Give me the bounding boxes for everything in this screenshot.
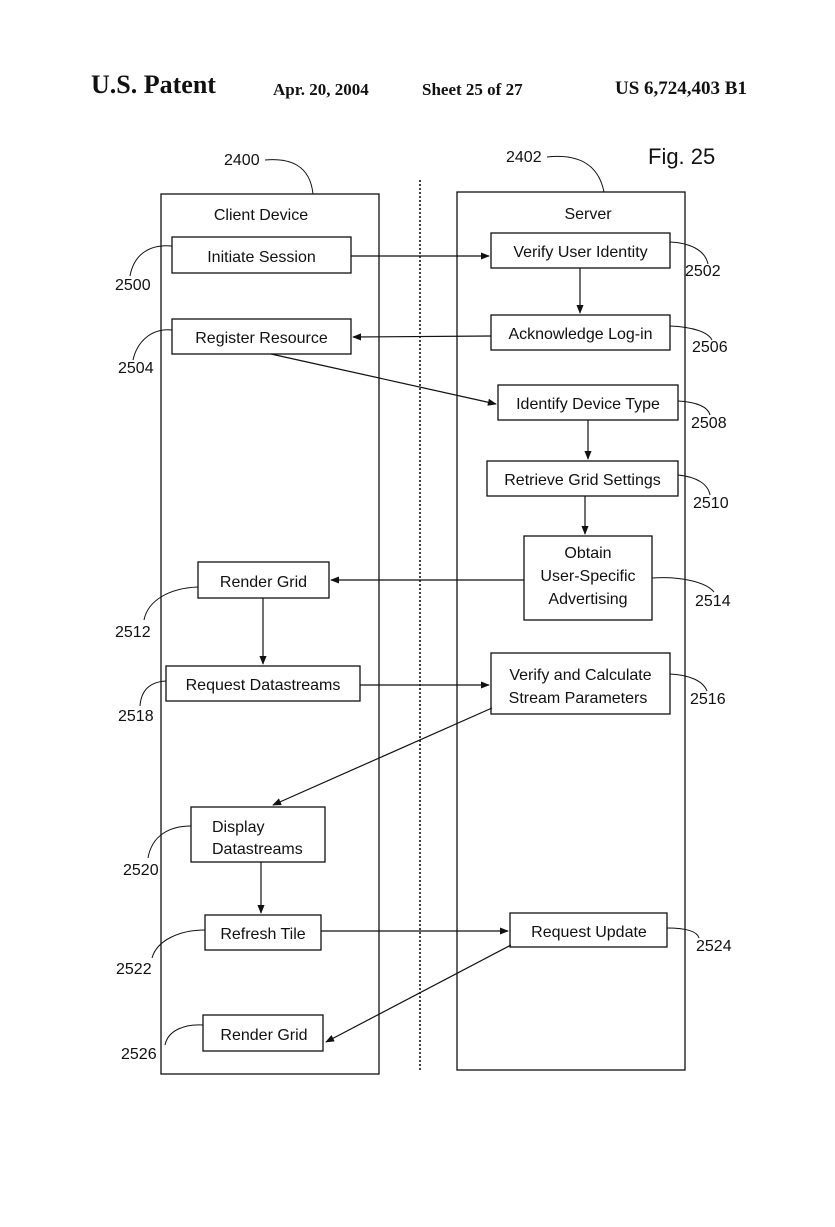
leader-2522 — [151, 929, 206, 959]
ref-2512: 2512 — [115, 624, 151, 641]
patent-number: US 6,724,403 B1 — [615, 78, 747, 99]
ref-2504: 2504 — [118, 360, 154, 377]
leader-2512 — [143, 586, 199, 621]
arrow-request-update-to-render — [325, 944, 512, 1043]
label-display-datastreams-line-2: Datastreams — [212, 841, 303, 858]
step-display-datastreams — [190, 806, 326, 863]
step-verify-user-identity — [490, 232, 671, 269]
step-request-update — [509, 912, 668, 948]
label-render-grid-2: Render Grid — [220, 1027, 307, 1044]
step-retrieve-grid-settings — [486, 460, 679, 497]
ref-2522: 2522 — [116, 961, 152, 978]
patent-header-title: U.S. Patent — [91, 70, 216, 99]
ref-2524: 2524 — [696, 938, 732, 955]
leader-2524 — [666, 927, 700, 939]
ref-2510: 2510 — [693, 495, 729, 512]
label-request-update: Request Update — [531, 924, 647, 941]
label-request-datastreams: Request Datastreams — [186, 677, 341, 694]
server-lane-title: Server — [564, 206, 612, 223]
label-initiate-session: Initiate Session — [207, 249, 316, 266]
arrow-acknowledge-to-register — [352, 333, 492, 341]
ref-2502: 2502 — [685, 263, 721, 280]
leader-2520 — [147, 825, 192, 859]
label-render-grid-1: Render Grid — [220, 574, 307, 591]
label-verify-user-identity: Verify User Identity — [513, 244, 647, 261]
label-obtain-advertising-line-1: Obtain — [564, 545, 611, 562]
step-initiate-session — [171, 236, 352, 274]
leader-2526 — [164, 1024, 204, 1046]
step-register-resource — [171, 318, 352, 355]
leader-2508 — [677, 400, 711, 416]
label-display-datastreams-line-1: Display — [212, 819, 264, 836]
step-render-grid-2 — [202, 1014, 324, 1052]
client-lane-title: Client Device — [214, 207, 308, 224]
ref-2500: 2500 — [115, 277, 151, 294]
leader-2510 — [677, 474, 711, 496]
sheet-number: Sheet 25 of 27 — [422, 80, 523, 99]
arrow-verify-calc-to-display — [272, 707, 493, 806]
label-refresh-tile: Refresh Tile — [220, 926, 305, 943]
leader-2516 — [669, 673, 708, 692]
ref-2518: 2518 — [118, 708, 154, 725]
server-lane-ref: 2402 — [506, 149, 542, 166]
label-register-resource: Register Resource — [195, 330, 328, 347]
label-retrieve-grid-settings: Retrieve Grid Settings — [504, 472, 661, 489]
step-refresh-tile — [204, 914, 322, 951]
server-lane — [456, 191, 686, 1071]
leader-2500 — [129, 245, 173, 277]
label-verify-calculate-line-2: Stream Parameters — [509, 690, 648, 707]
label-identify-device-type: Identify Device Type — [516, 396, 660, 413]
label-obtain-advertising-line-2: User-Specific — [540, 568, 635, 585]
patent-date: Apr. 20, 2004 — [273, 80, 369, 99]
step-identify-device-type — [497, 384, 679, 421]
leader-2518 — [139, 680, 167, 707]
figure-label: Fig. 25 — [648, 144, 715, 169]
server-lane-leader — [546, 155, 605, 193]
ref-2516: 2516 — [690, 691, 726, 708]
client-lane-ref: 2400 — [224, 152, 260, 169]
client-device-lane — [160, 193, 380, 1075]
ref-2514: 2514 — [695, 593, 731, 610]
leader-2514 — [651, 577, 715, 593]
label-verify-calculate-line-1: Verify and Calculate — [509, 667, 651, 684]
leader-2502 — [669, 241, 709, 265]
step-obtain-advertising — [523, 535, 653, 621]
ref-2508: 2508 — [691, 415, 727, 432]
ref-2506: 2506 — [692, 339, 728, 356]
ref-2520: 2520 — [123, 862, 159, 879]
client-lane-leader — [264, 159, 314, 195]
step-request-datastreams — [165, 665, 361, 702]
arrow-register-to-identify — [270, 353, 497, 406]
step-render-grid-1 — [197, 561, 330, 599]
label-acknowledge-login: Acknowledge Log-in — [508, 326, 652, 343]
label-obtain-advertising-line-3: Advertising — [548, 591, 627, 608]
step-acknowledge-login — [490, 314, 671, 351]
step-verify-calculate — [490, 652, 671, 715]
leader-2504 — [132, 329, 173, 361]
ref-2526: 2526 — [121, 1046, 157, 1063]
leader-2506 — [669, 325, 713, 341]
